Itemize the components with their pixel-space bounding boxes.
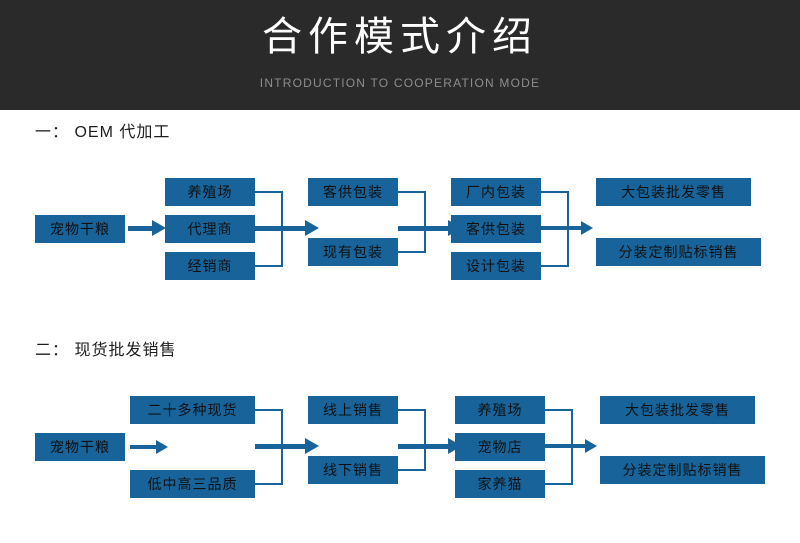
node-repack-custom-label-sales-2[interactable]: 分装定制贴标销售 [600, 456, 765, 484]
bracket-stub-bottom-col2-1 [255, 265, 283, 267]
section-1-flow-diagram: 宠物干粮 养殖场 代理商 经销商 客供包装 现有包装 厂内包装 客供包装 设计包… [0, 150, 800, 325]
bracket-stub-bottom-col4-2 [545, 483, 573, 485]
bracket-stub-top-col4-2 [545, 409, 573, 411]
node-bulk-wholesale-retail-1[interactable]: 大包装批发零售 [596, 178, 751, 206]
node-agent-1[interactable]: 代理商 [165, 215, 255, 243]
bracket-stub-top-col3-1 [398, 191, 426, 193]
node-in-factory-packaging-1[interactable]: 厂内包装 [451, 178, 541, 206]
node-pet-dry-food-1[interactable]: 宠物干粮 [35, 215, 125, 243]
node-distributor-1[interactable]: 经销商 [165, 252, 255, 280]
page-title: 合作模式介绍 [262, 15, 538, 59]
section-1-heading: 一： OEM 代加工 [35, 124, 171, 141]
arrow-shaft-packaging-to-type-1 [398, 226, 452, 231]
arrow-shaft-type-to-sales-1 [541, 226, 585, 230]
bracket-stub-top-col4-1 [541, 191, 569, 193]
node-existing-packaging-1[interactable]: 现有包装 [308, 238, 398, 266]
section-oem: 一： OEM 代加工 宠物干粮 养殖场 代理商 经销商 客供包装 现有包装 厂内… [0, 110, 800, 325]
bracket-stub-bottom-col2-2 [255, 483, 283, 485]
node-offline-sales[interactable]: 线下销售 [308, 456, 398, 484]
node-repack-custom-label-sales-1[interactable]: 分装定制贴标销售 [596, 238, 761, 266]
node-breeding-farm-2[interactable]: 养殖场 [455, 396, 545, 424]
section-spot-wholesale: 二： 现货批发销售 宠物干粮 二十多种现货 低中高三品质 线上销售 线下销售 养… [0, 328, 800, 540]
node-designed-packaging-1[interactable]: 设计包装 [451, 252, 541, 280]
arrow-shaft-channel-to-customer-2 [398, 444, 452, 449]
node-customer-supplied-packaging-2[interactable]: 客供包装 [451, 215, 541, 243]
node-pet-shop[interactable]: 宠物店 [455, 433, 545, 461]
arrow-head-source-to-channel-1 [152, 220, 166, 236]
bracket-spine-col3-1 [424, 191, 426, 253]
page-header-banner: 合作模式介绍 INTRODUCTION TO COOPERATION MODE [0, 0, 800, 110]
arrow-shaft-source-to-stock-2 [130, 445, 160, 449]
node-customer-supplied-packaging-1[interactable]: 客供包装 [308, 178, 398, 206]
bracket-stub-top-col2-1 [255, 191, 283, 193]
arrow-shaft-customer-to-sales-2 [545, 444, 589, 448]
arrow-head-stock-to-channel-2 [305, 438, 319, 454]
bracket-stub-bottom-col4-1 [541, 265, 569, 267]
bracket-spine-col3-2 [424, 409, 426, 471]
arrow-head-channel-to-packaging-1 [305, 220, 319, 236]
arrow-head-customer-to-sales-2 [585, 439, 597, 453]
arrow-shaft-source-to-channel-1 [128, 226, 156, 231]
page-subtitle: INTRODUCTION TO COOPERATION MODE [259, 76, 541, 90]
bracket-stub-bottom-col3-2 [398, 469, 426, 471]
section-2-heading: 二： 现货批发销售 [35, 342, 177, 359]
bracket-stub-bottom-col3-1 [398, 251, 426, 253]
section-2-flow-diagram: 宠物干粮 二十多种现货 低中高三品质 线上销售 线下销售 养殖场 宠物店 家养猫 [0, 368, 800, 543]
arrow-head-type-to-sales-1 [581, 221, 593, 235]
arrow-shaft-stock-to-channel-2 [255, 444, 309, 449]
node-pet-dry-food-2[interactable]: 宠物干粮 [35, 433, 125, 461]
node-twenty-plus-stock-items[interactable]: 二十多种现货 [130, 396, 255, 424]
node-breeding-farm-1[interactable]: 养殖场 [165, 178, 255, 206]
arrow-shaft-channel-to-packaging-1 [255, 226, 309, 231]
node-house-cat[interactable]: 家养猫 [455, 470, 545, 498]
node-bulk-wholesale-retail-2[interactable]: 大包装批发零售 [600, 396, 755, 424]
bracket-stub-top-col3-2 [398, 409, 426, 411]
bracket-stub-top-col2-2 [255, 409, 283, 411]
node-three-quality-grades[interactable]: 低中高三品质 [130, 470, 255, 498]
arrow-head-source-to-stock-2 [156, 440, 168, 454]
node-online-sales[interactable]: 线上销售 [308, 396, 398, 424]
